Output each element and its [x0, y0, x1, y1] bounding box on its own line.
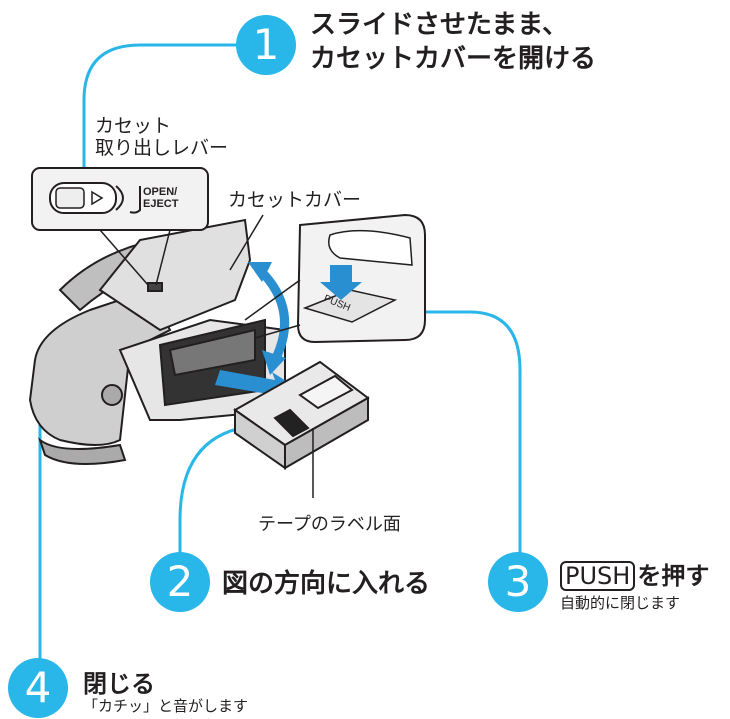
lever-label-line1: カセット — [95, 115, 172, 137]
camcorder-illustration — [28, 218, 286, 465]
step4-title: 閉じる — [83, 670, 155, 698]
tape-face-label: テープのラベル面 — [258, 514, 401, 535]
push-button-label: PUSH — [560, 561, 636, 591]
lever-label-line2: 取り出しレバー — [95, 137, 229, 159]
step4-note: 「カチッ」と音がします — [83, 697, 249, 715]
step1-title-line1: スライドさせたまま、 — [310, 10, 569, 40]
step3-badge: 3 — [488, 552, 548, 612]
step2-badge: 2 — [150, 552, 210, 612]
eject-label: EJECT — [143, 198, 179, 210]
step1-title: スライドさせたまま、 カセットカバーを開ける — [310, 8, 596, 76]
open-label: OPEN/ — [143, 186, 178, 198]
step1-badge: 1 — [236, 15, 296, 75]
step2-title: 図の方向に入れる — [222, 569, 431, 599]
open-eject-label: OPEN/ EJECT — [143, 186, 178, 210]
leader-line-step3 — [405, 310, 522, 560]
step1-title-line2: カセットカバーを開ける — [310, 44, 597, 74]
cover-label: カセットカバー — [228, 189, 362, 211]
lever-label: カセット 取り出しレバー — [95, 115, 228, 159]
open-close-arrow — [256, 266, 290, 363]
step3-title-suffix: を押す — [637, 562, 710, 590]
lever-inset — [31, 167, 209, 231]
step4-badge: 4 — [8, 658, 68, 718]
leader-line-step1 — [82, 43, 245, 200]
step3-note: 自動的に閉じます — [560, 594, 681, 612]
push-inset — [296, 213, 426, 344]
cassette-illustration — [233, 360, 370, 470]
